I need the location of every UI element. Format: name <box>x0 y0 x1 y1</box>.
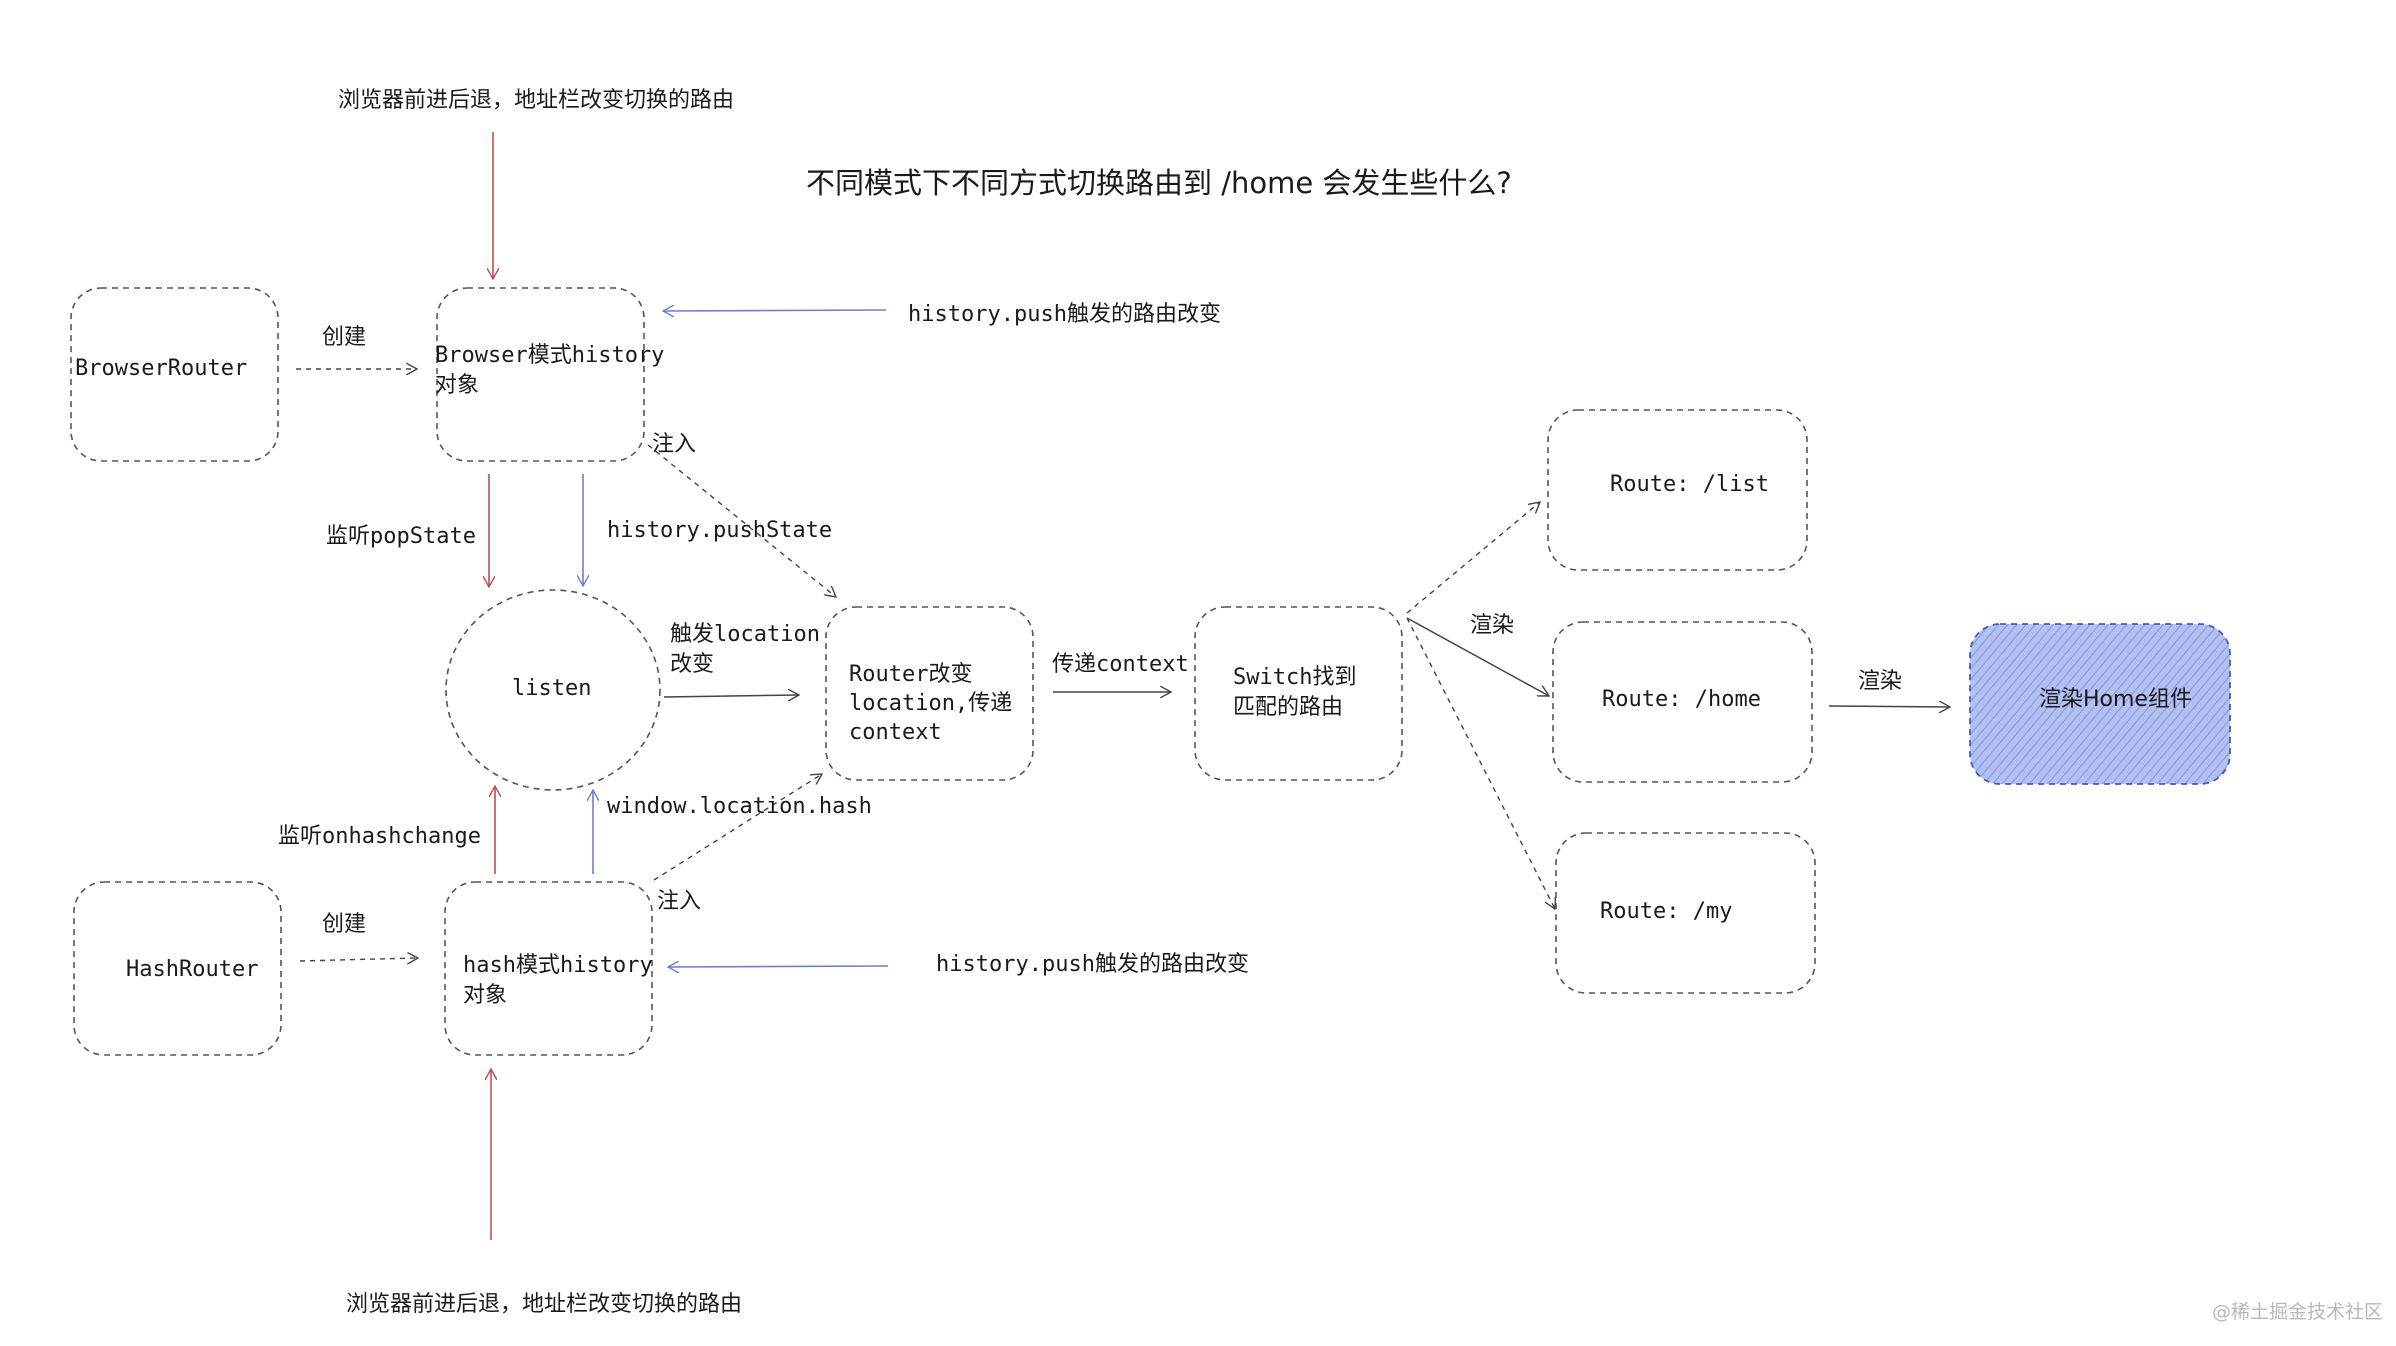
create-bottom-label: 创建 <box>322 912 367 937</box>
switch-to-list-arrow <box>1406 502 1540 614</box>
route-my-label: Route: /my <box>1600 899 1733 924</box>
route-list-node <box>1547 409 1808 571</box>
hash-history-label-line1: hash模式history <box>463 953 653 978</box>
hash-router-label: HashRouter <box>126 957 259 982</box>
inject-top-label: 注入 <box>652 432 697 457</box>
pass-context-label: 传递context <box>1052 652 1189 677</box>
switch-label-line1: Switch找到 <box>1233 665 1357 690</box>
pushstate-label: history.pushState <box>607 518 833 543</box>
route-list-label: Route: /list <box>1610 472 1769 497</box>
hashchange-label: 监听onhashchange <box>278 824 481 849</box>
render-label-2: 渲染 <box>1858 669 1903 694</box>
location-hash-label: window.location.hash <box>607 794 872 819</box>
router-label-line2: location,传递 <box>849 691 1013 716</box>
listen-node <box>445 589 661 791</box>
push-top-label: history.push触发的路由改变 <box>908 302 1221 327</box>
inject-top-arrow <box>647 444 836 597</box>
home-to-component-arrow <box>1828 706 1950 707</box>
create-bottom-arrow <box>299 958 418 961</box>
nav-top-label: 浏览器前进后退，地址栏改变切换的路由 <box>338 88 735 113</box>
router-label-line1: Router改变 <box>849 662 973 687</box>
router-label-line3: context <box>849 720 942 745</box>
inject-bottom-arrow <box>653 774 822 881</box>
browser-history-label-line1: Browser模式history <box>435 343 665 368</box>
trigger-label-line1: 触发location <box>670 622 820 647</box>
switch-label-line2: 匹配的路由 <box>1233 695 1344 720</box>
inject-bottom-label: 注入 <box>657 889 702 914</box>
listen-label: listen <box>512 676 592 701</box>
hash-history-label-line2: 对象 <box>463 983 508 1008</box>
switch-to-my-arrow <box>1406 617 1555 909</box>
home-component-label: 渲染Home组件 <box>2039 687 2192 712</box>
watermark: @稀土掘金技术社区 <box>2212 1301 2384 1323</box>
home-component-node <box>1969 623 2231 785</box>
create-top-label: 创建 <box>322 325 367 350</box>
render-label-1: 渲染 <box>1470 613 1515 638</box>
diagram-title: 不同模式下不同方式切换路由到 /home 会发生些什么? <box>806 166 1512 200</box>
push-bottom-arrow <box>668 966 889 967</box>
push-top-arrow <box>663 310 887 311</box>
browser-router-label: BrowserRouter <box>75 356 248 381</box>
route-home-label: Route: /home <box>1602 687 1761 712</box>
listen-to-router-arrow <box>663 695 799 697</box>
push-bottom-label: history.push触发的路由改变 <box>936 952 1249 977</box>
trigger-label-line2: 改变 <box>670 652 715 677</box>
route-home-node <box>1552 621 1813 783</box>
popstate-label: 监听popState <box>326 524 476 549</box>
switch-to-home-arrow <box>1406 617 1549 696</box>
nav-bottom-label: 浏览器前进后退，地址栏改变切换的路由 <box>346 1292 743 1317</box>
browser-history-label-line2: 对象 <box>435 373 480 398</box>
route-my-node <box>1555 832 1816 994</box>
